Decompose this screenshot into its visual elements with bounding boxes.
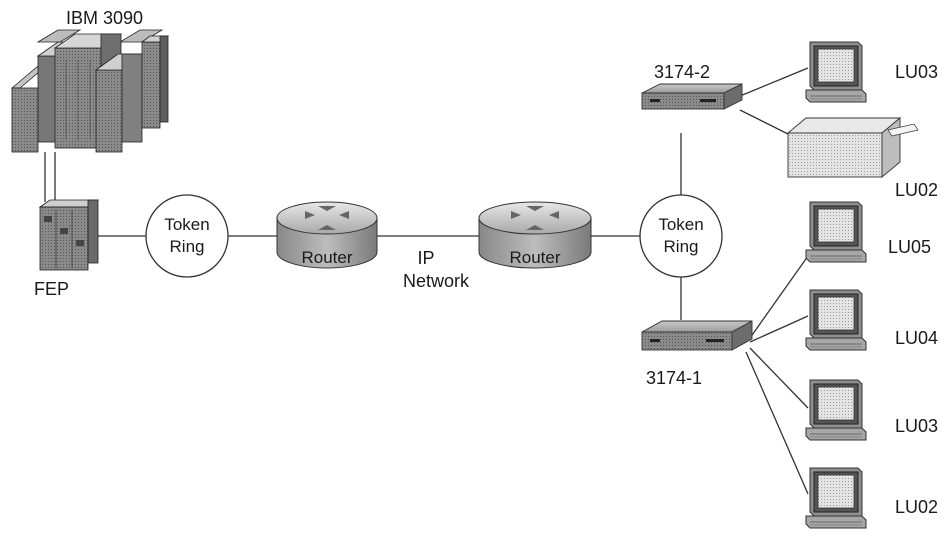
terminal-icon: [805, 289, 867, 351]
router-right-label: Router: [509, 248, 560, 267]
terminal-label: LU04: [895, 328, 938, 348]
terminal-label: LU05: [888, 237, 931, 257]
link-3174-1-lu04: [749, 315, 809, 343]
printer-icon: [786, 117, 919, 178]
ip-network-line1: IP: [417, 248, 434, 268]
terminal-label: LU03: [895, 416, 938, 436]
mainframe-icon: [10, 29, 170, 153]
terminal-icon: [805, 379, 867, 441]
fep-icon: [38, 199, 100, 271]
controller-top-label: 3174-2: [654, 62, 710, 82]
token-ring-right: Token Ring: [639, 194, 723, 278]
ip-network-line2: Network: [403, 271, 470, 291]
link-3174-1-lu02: [745, 351, 809, 495]
token-ring-left-line1: Token: [164, 215, 209, 234]
printer-label: LU02: [895, 180, 938, 200]
router-left-label: Router: [301, 248, 352, 267]
cluster-controller-icon: [641, 83, 743, 110]
token-ring-right-line1: Token: [658, 215, 703, 234]
link-3174-2-terminal: [739, 67, 809, 97]
cluster-controller-icon: [641, 320, 753, 351]
link-3174-1-lu05: [749, 255, 809, 339]
router-icon: Router: [478, 201, 592, 269]
fep-label: FEP: [34, 279, 69, 299]
controller-bottom-label: 3174-1: [646, 368, 702, 388]
links: [44, 67, 809, 495]
token-ring-left: Token Ring: [145, 194, 229, 278]
terminal-label: LU02: [895, 497, 938, 517]
terminal-icon: [805, 467, 867, 529]
link-3174-2-printer: [739, 109, 791, 136]
terminal-icon: [805, 41, 867, 103]
token-ring-left-line2: Ring: [170, 237, 205, 256]
mainframe-label: IBM 3090: [66, 8, 143, 28]
router-icon: Router: [276, 201, 378, 269]
token-ring-right-line2: Ring: [664, 237, 699, 256]
top-terminal-label: LU03: [895, 62, 938, 82]
link-3174-1-lu03: [749, 347, 809, 409]
terminal-icon: [805, 201, 867, 263]
